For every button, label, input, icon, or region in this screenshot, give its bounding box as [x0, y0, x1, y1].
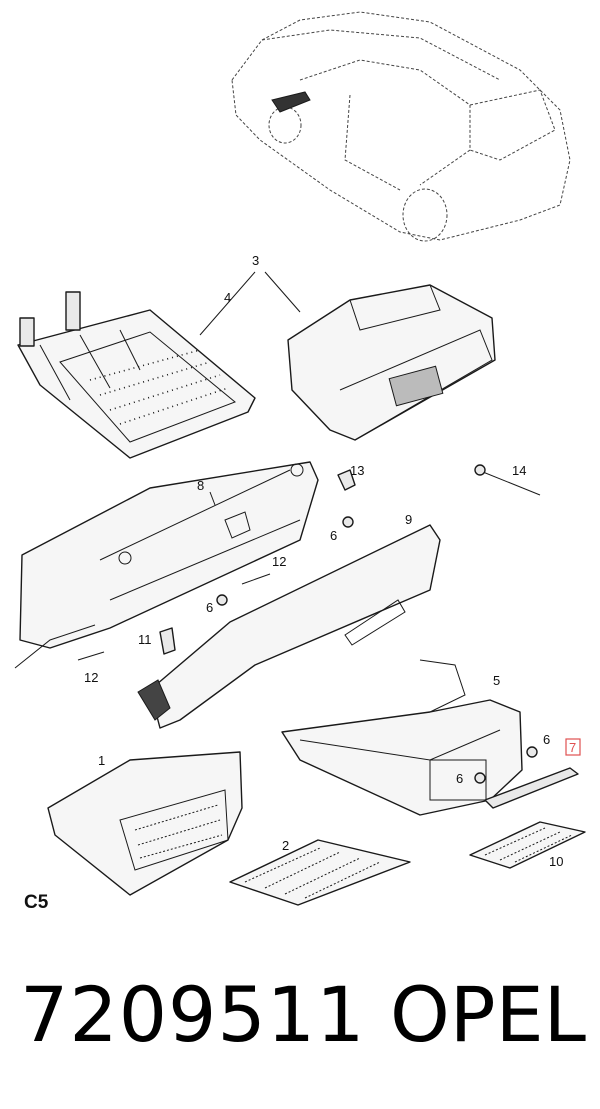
screw-6a [342, 516, 354, 528]
callout-14: 14 [512, 463, 526, 478]
callout-11: 11 [138, 632, 152, 647]
part-14-pin [477, 469, 541, 496]
fasteners [77, 464, 541, 784]
exploded-parts-diagram: 3 4 13 14 8 9 6 12 6 11 12 5 6 7 6 1 2 1… [14, 11, 586, 906]
section-code: C5 [24, 892, 49, 913]
part-7-strip [484, 767, 579, 809]
part-2-mat [229, 839, 411, 906]
callout-6b: 6 [206, 600, 213, 615]
callout-3: 3 [252, 253, 259, 268]
part-4-liner [17, 291, 256, 459]
callout-13: 13 [350, 463, 364, 478]
part-10-mat [469, 821, 586, 869]
part-1-drawer [47, 751, 243, 896]
car-illustration [231, 11, 571, 242]
callout-6a: 6 [330, 528, 337, 543]
brand-name: OPEL [389, 970, 586, 1059]
callout-7: 7 [569, 740, 576, 755]
callout-1: 1 [98, 753, 105, 768]
callout-7-highlight-box [565, 738, 581, 756]
leader-lines [199, 271, 301, 506]
pin-12b [77, 651, 105, 661]
screw-6c [526, 746, 538, 758]
callout-12b: 12 [84, 670, 98, 685]
part-8-door-inner [14, 461, 319, 669]
part-11-clip [159, 627, 176, 655]
screw-6d [474, 772, 486, 784]
part-9-lid [137, 524, 441, 729]
callout-5: 5 [493, 673, 500, 688]
pin-12a [241, 573, 271, 585]
part-5-bracket [281, 659, 523, 816]
callout-8: 8 [197, 478, 204, 493]
callout-10: 10 [549, 854, 563, 869]
part-number: 7209511 [20, 970, 366, 1059]
footer: 7209511 OPEL [0, 965, 600, 1075]
screw-6b [216, 594, 228, 606]
callout-2: 2 [282, 838, 289, 853]
part-13-clip [337, 469, 356, 491]
callout-4: 4 [224, 290, 231, 305]
callout-6c: 6 [543, 732, 550, 747]
callout-6d: 6 [456, 771, 463, 786]
callout-9: 9 [405, 512, 412, 527]
callout-12a: 12 [272, 554, 286, 569]
part-3-housing [287, 284, 496, 441]
callouts: 3 4 13 14 8 9 6 12 6 11 12 5 6 7 6 1 2 1… [84, 253, 581, 869]
